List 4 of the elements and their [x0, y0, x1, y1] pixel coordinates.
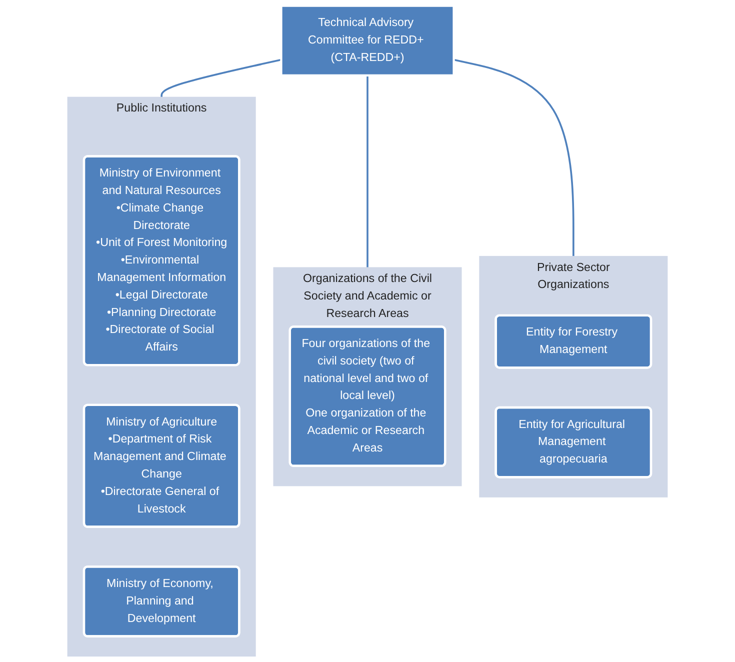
connector [160, 58, 282, 98]
connector [454, 58, 574, 256]
node-box: Technical Advisory Committee for REDD+ (CTA-REDD+) [280, 4, 455, 76]
connector [366, 75, 368, 268]
